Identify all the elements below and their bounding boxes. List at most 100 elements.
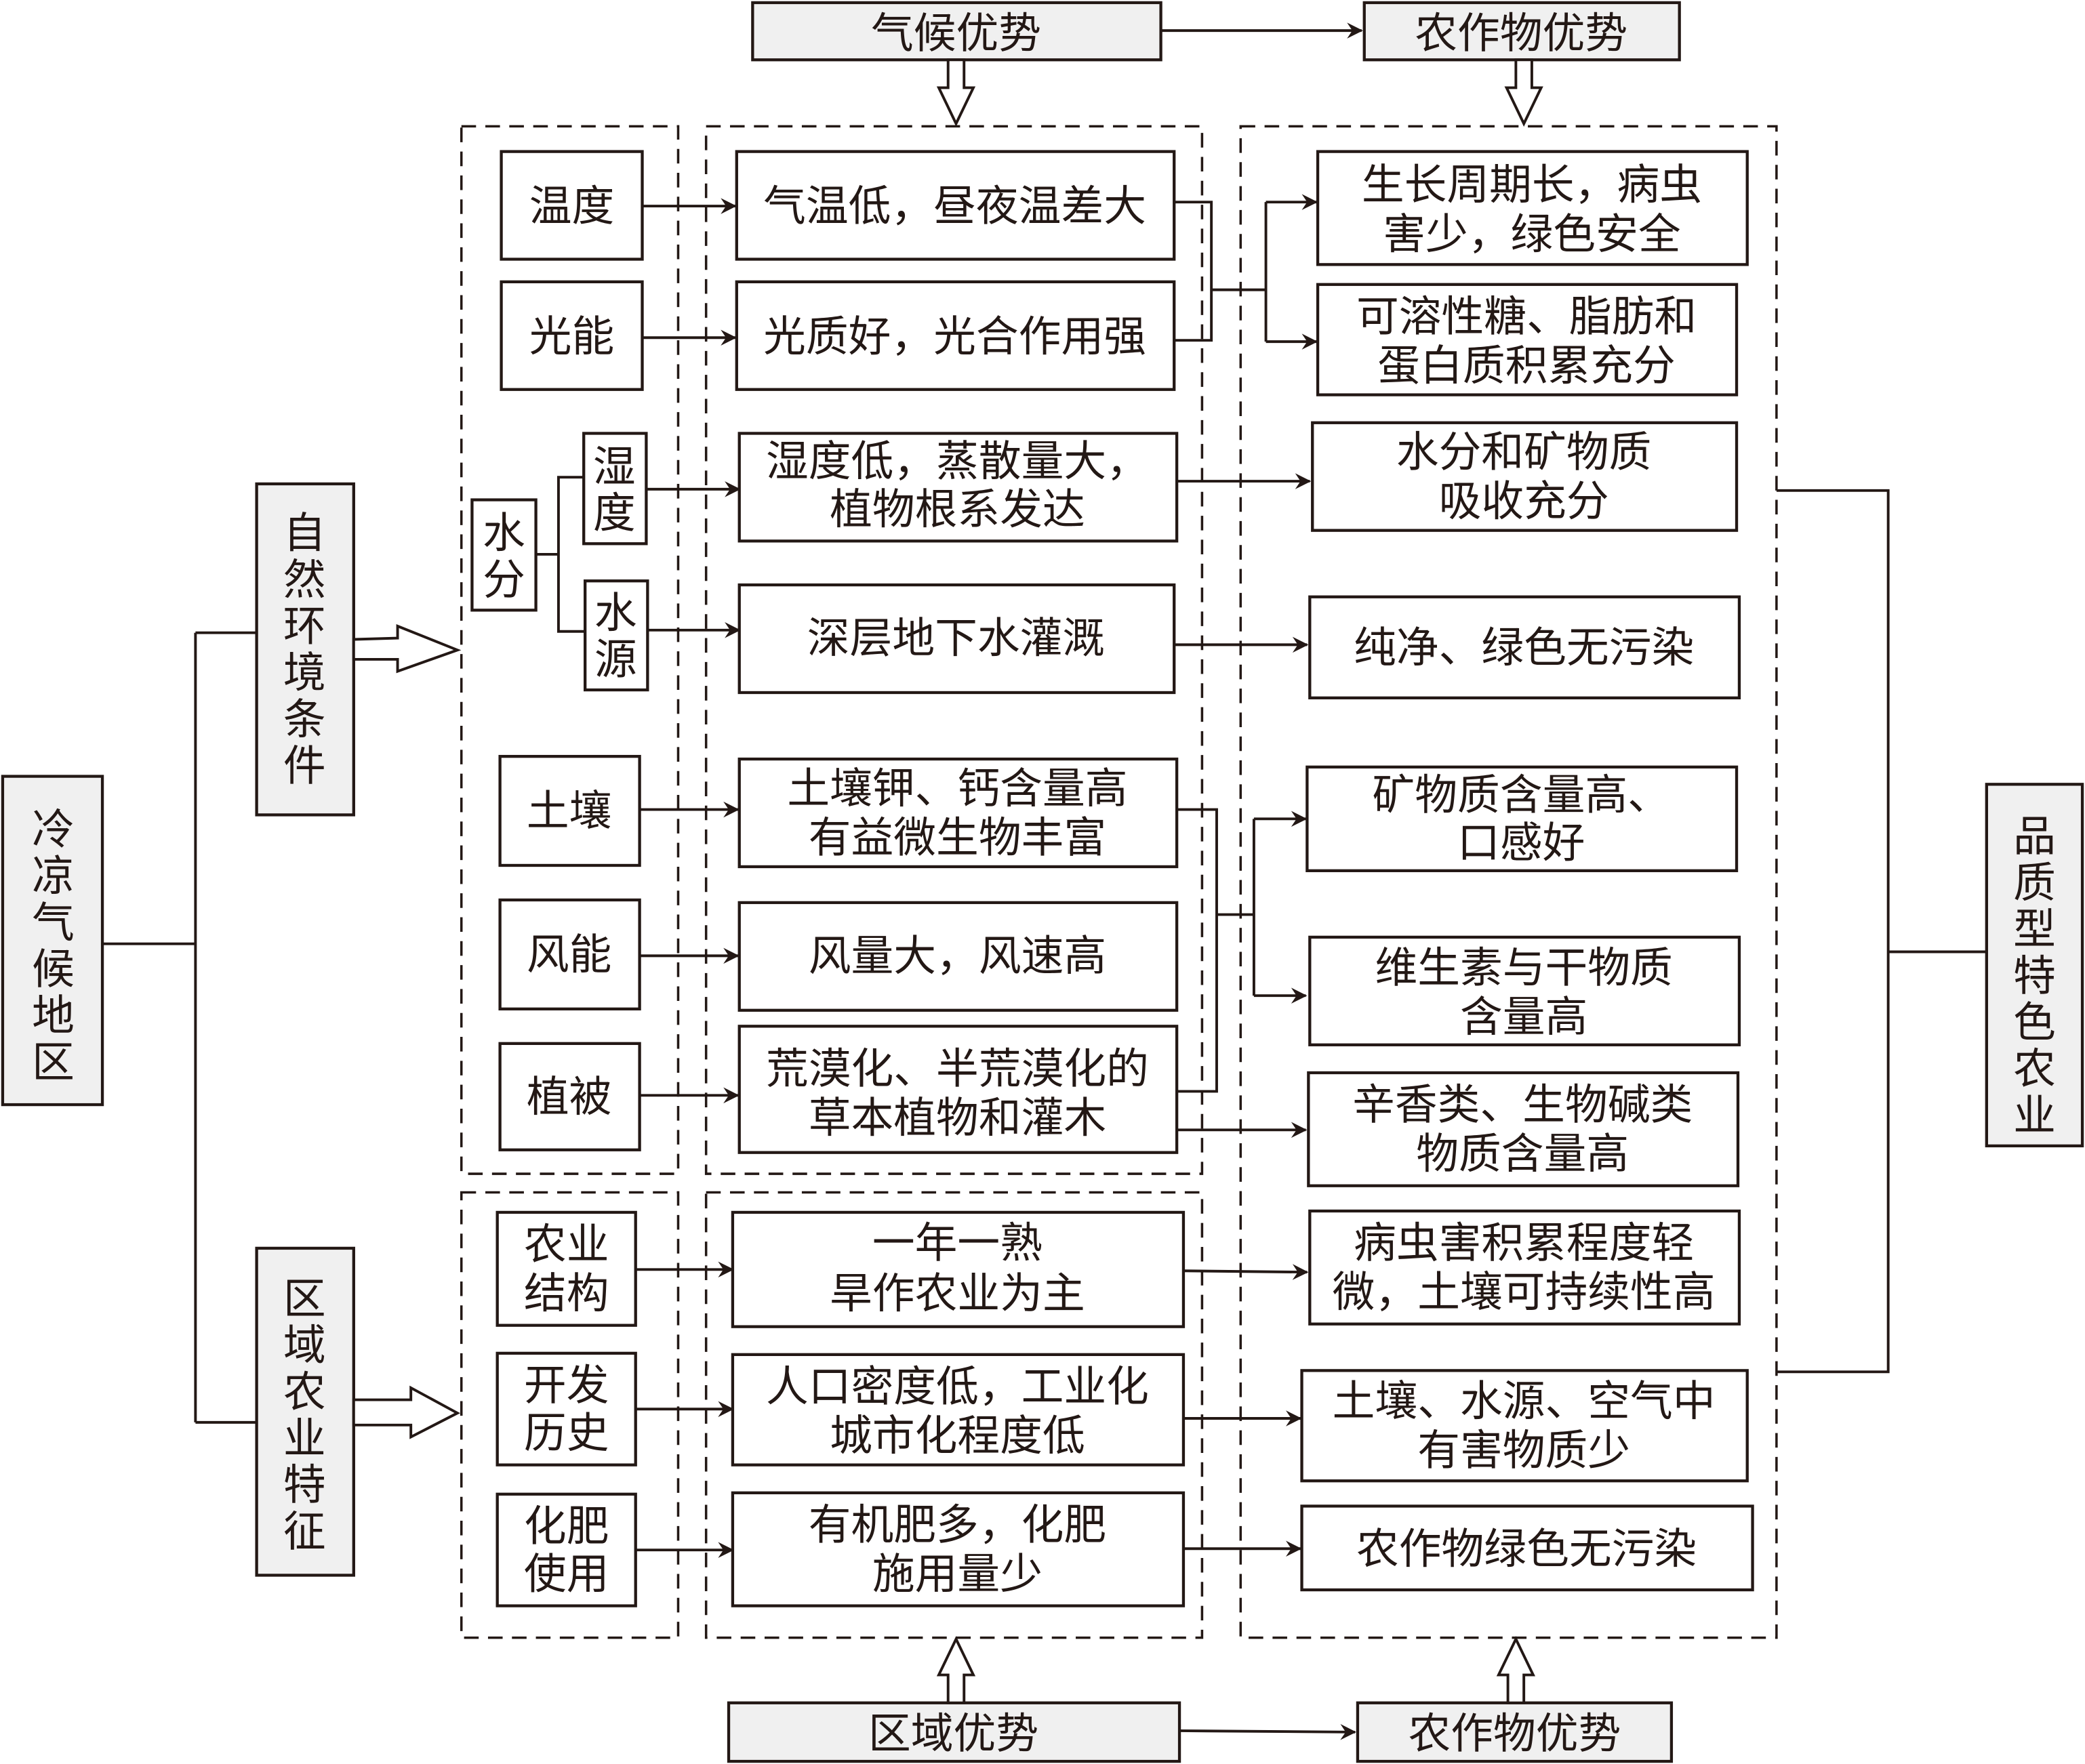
svg-text:矿物质含量高、: 矿物质含量高、 (1373, 771, 1670, 820)
svg-text:旱作农业为主: 旱作农业为主 (830, 1269, 1085, 1318)
header-regional-advantage: 区域优势 (727, 1701, 1181, 1763)
dashed-groups (460, 125, 1778, 1639)
water-source-label-2: 源 (594, 635, 637, 684)
branch-natural-box: 自然环境条件 (255, 482, 355, 817)
water-label-2: 分 (483, 555, 525, 604)
condition-vegetation: 荒漠化、半荒漠化的 草本植物和灌木 (737, 1025, 1179, 1154)
connector-root-branches (102, 631, 257, 1424)
factor-dev-history: 开发 历史 (495, 1351, 637, 1466)
connector-water-split (535, 476, 586, 633)
humidity-label-2: 度 (593, 489, 636, 538)
svg-text:辛香类、生物碱类: 辛香类、生物碱类 (1352, 1080, 1693, 1130)
factor-wind: 风能 (498, 898, 641, 1010)
vertical-char: 区 (32, 1038, 75, 1087)
factor-temperature: 温度 (500, 150, 644, 261)
outcome-green: 农作物绿色无污染 (1300, 1504, 1754, 1592)
header-crop-advantage-bottom: 农作物优势 (1356, 1701, 1674, 1763)
condition-humidity: 湿度低，蒸散量大， 植物根系发达 (737, 432, 1179, 543)
svg-text:一年一熟: 一年一熟 (872, 1218, 1042, 1268)
group-natural-conditions (704, 125, 1204, 1175)
condition-wind: 风量大，风速高 (737, 901, 1179, 1012)
outcome-vitamin: 维生素与干物质 含量高 (1308, 935, 1741, 1046)
svg-text:口感好: 口感好 (1457, 818, 1585, 867)
svg-text:风能: 风能 (527, 930, 612, 979)
svg-text:蛋白质积累充分: 蛋白质积累充分 (1377, 341, 1675, 390)
outcome-spice: 辛香类、生物碱类 物质含量高 (1307, 1071, 1740, 1187)
svg-text:使用: 使用 (524, 1549, 609, 1599)
svg-text:历史: 历史 (524, 1408, 609, 1458)
factor-water-source: 水 源 (584, 579, 649, 692)
factor-light: 光能 (500, 280, 644, 391)
group-outcomes (1239, 125, 1778, 1639)
svg-text:城市化程度低: 城市化程度低 (830, 1411, 1085, 1460)
svg-text:维生素与干物质: 维生素与干物质 (1375, 943, 1672, 993)
vertical-char: 然 (283, 555, 326, 604)
arrows-factor-to-condition (635, 198, 741, 1558)
hollow-arrow-down-icon (936, 58, 976, 127)
svg-text:土壤钾、钙含量高: 土壤钾、钙含量高 (787, 764, 1127, 813)
outcome-mineral: 矿物质含量高、 口感好 (1305, 765, 1739, 872)
factor-agri-structure: 农业 结构 (495, 1210, 637, 1327)
factor-fertilizer: 化肥 使用 (495, 1492, 637, 1607)
header-climate-advantage-label: 气候优势 (871, 9, 1041, 58)
vertical-char: 特 (2013, 951, 2056, 1000)
vertical-char: 区 (283, 1274, 326, 1324)
svg-text:含量高: 含量高 (1460, 992, 1587, 1042)
svg-text:结构: 结构 (524, 1269, 609, 1318)
group-regional-factors (460, 1191, 680, 1639)
water-label-1: 水 (483, 508, 525, 558)
svg-text:荒漠化、半荒漠化的: 荒漠化、半荒漠化的 (766, 1044, 1149, 1094)
arrow-regional-to-crop (1179, 1723, 1356, 1740)
svg-text:有害物质少: 有害物质少 (1417, 1426, 1630, 1475)
svg-text:光质好，光合作用强: 光质好，光合作用强 (763, 312, 1146, 361)
condition-soil: 土壤钾、钙含量高 有益微生物丰富 (737, 757, 1179, 869)
svg-text:有益微生物丰富: 有益微生物丰富 (809, 813, 1106, 862)
vertical-char: 地 (32, 991, 75, 1040)
branch-regional-label: 区域农业特征 (283, 1274, 326, 1556)
factor-water: 水 分 (470, 498, 538, 612)
svg-text:人口密度低，工业化: 人口密度低，工业化 (766, 1361, 1149, 1411)
arrows-condition-to-outcome (1174, 194, 1318, 1557)
factor-humidity: 湿 度 (582, 432, 648, 546)
header-crop-advantage-bottom-label: 农作物优势 (1408, 1708, 1621, 1758)
result-label: 品质型特色农业 (2013, 811, 2056, 1140)
vertical-char: 气 (32, 898, 75, 947)
vertical-char: 农 (2013, 1044, 2056, 1094)
connector-outcomes-to-result (1776, 489, 1987, 1374)
hollow-arrow-up-icon (1496, 1636, 1536, 1704)
condition-agri-structure: 一年一熟 旱作农业为主 (731, 1210, 1186, 1328)
vertical-char: 征 (283, 1506, 326, 1556)
hollow-arrow-up-icon (936, 1636, 976, 1704)
outcome-harmful: 土壤、水源、空气中 有害物质少 (1300, 1369, 1749, 1483)
vertical-char: 件 (283, 741, 326, 790)
vertical-char: 环 (283, 601, 326, 651)
svg-text:土壤: 土壤 (527, 786, 612, 836)
vertical-char: 域 (283, 1321, 326, 1370)
vertical-char: 色 (2013, 998, 2056, 1047)
humidity-label-1: 湿 (593, 442, 636, 491)
branch-regional-box: 区域农业特征 (255, 1246, 355, 1577)
hollow-arrow-right-icon (352, 624, 462, 674)
water-source-label-1: 水 (594, 588, 637, 638)
svg-text:植物根系发达: 植物根系发达 (830, 485, 1085, 534)
vertical-char: 品 (2013, 811, 2056, 861)
svg-text:物质含量高: 物质含量高 (1416, 1129, 1629, 1178)
condition-dev-history: 人口密度低，工业化 城市化程度低 (731, 1353, 1186, 1466)
svg-text:施用量少: 施用量少 (872, 1549, 1042, 1599)
hollow-arrow-right-icon (352, 1385, 461, 1439)
svg-text:植被: 植被 (527, 1072, 612, 1122)
svg-text:水分和矿物质: 水分和矿物质 (1396, 428, 1652, 477)
branch-natural-label: 自然环境条件 (283, 508, 326, 790)
vertical-char: 条 (283, 695, 326, 744)
svg-text:农业: 农业 (524, 1220, 609, 1269)
svg-text:微，土壤可持续性高: 微，土壤可持续性高 (1333, 1267, 1716, 1317)
result-box: 品质型特色农业 (1985, 783, 2084, 1148)
root-label: 冷凉气候地区 (32, 805, 75, 1087)
svg-text:可溶性糖、脂肪和: 可溶性糖、脂肪和 (1356, 291, 1697, 341)
condition-water-source: 深层地下水灌溉 (737, 583, 1176, 695)
vertical-char: 农 (283, 1367, 326, 1416)
svg-text:开发: 开发 (524, 1361, 609, 1410)
outcome-growth: 生长周期长，病虫 害少，绿色安全 (1316, 150, 1749, 266)
svg-text:纯净、绿色无污染: 纯净、绿色无污染 (1354, 623, 1694, 672)
